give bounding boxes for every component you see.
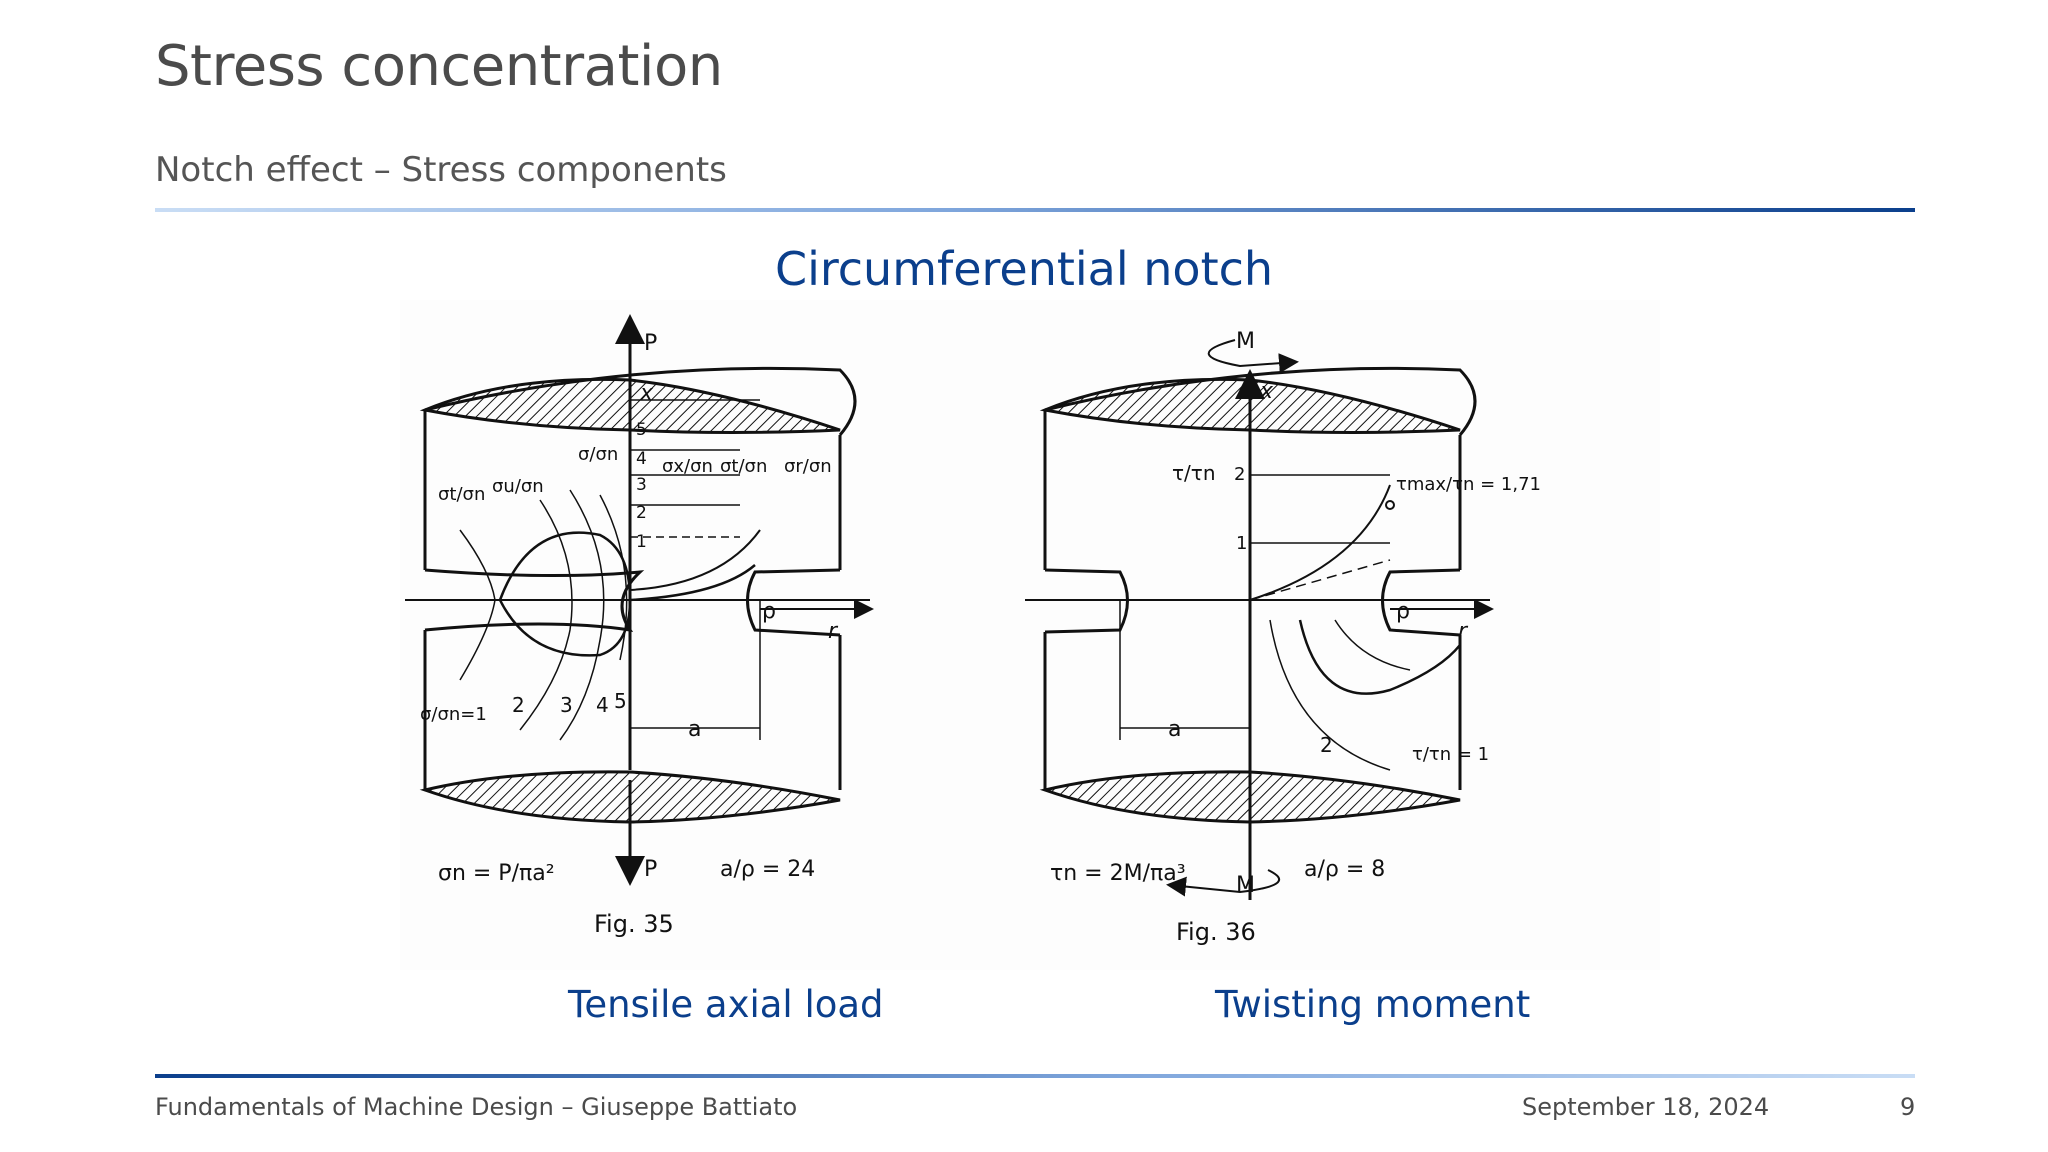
- slide-title: Stress concentration: [155, 34, 723, 99]
- label-sigma-u: σu/σn: [492, 476, 544, 497]
- tick-4: 4: [636, 449, 647, 469]
- load-p-top: P: [644, 331, 657, 356]
- slide-subtitle: Notch effect – Stress components: [155, 150, 727, 190]
- footer-author: Fundamentals of Machine Design – Giusepp…: [155, 1093, 798, 1121]
- formula-left: σn = P/πa²: [438, 861, 555, 886]
- fig35-label: Fig. 35: [594, 910, 674, 938]
- axis-r-right: r: [1458, 619, 1469, 644]
- label-tau-max: τmax/τn = 1,71: [1396, 474, 1541, 495]
- footer-divider: [155, 1074, 1915, 1078]
- formula-right: τn = 2M/πa³: [1050, 861, 1186, 886]
- ratio-right: a/ρ = 8: [1304, 857, 1385, 882]
- rho-left: ρ: [762, 599, 776, 624]
- contour-label-3: 3: [560, 693, 573, 717]
- tick-3: 3: [636, 475, 647, 495]
- contour-label-2-right: 2: [1320, 733, 1333, 757]
- moment-m-top: M: [1236, 329, 1255, 354]
- tick-1-right: 1: [1236, 533, 1247, 554]
- caption-twisting: Twisting moment: [1215, 983, 1531, 1026]
- axis-x-right: x: [1259, 379, 1274, 404]
- tick-5: 5: [636, 420, 647, 440]
- contour-label-1-right: τ/τn = 1: [1412, 744, 1489, 765]
- fig36-label: Fig. 36: [1176, 918, 1256, 946]
- contour-label-5: 5: [614, 689, 627, 713]
- label-sigma-t: σt/σn: [720, 456, 767, 477]
- fig36-labels: M x τ/τn 2 1 τmax/τn = 1,71 ρ r 2 τ/τn =…: [1050, 329, 1541, 946]
- section-title: Circumferential notch: [774, 242, 1274, 296]
- dimension-a-left: a: [688, 717, 701, 742]
- label-tau: τ/τn: [1172, 461, 1216, 485]
- dimension-a-right: a: [1168, 717, 1181, 742]
- label-sigma-x: σx/σn: [662, 456, 713, 477]
- ratio-left: a/ρ = 24: [720, 857, 815, 882]
- contour-label-1: σ/σn=1: [420, 704, 487, 725]
- moment-m-bottom: M: [1236, 873, 1255, 898]
- notch-figure: P x 5 4 3 2 1 σ/σn σx/σn σt/σn σr/σn σt/…: [400, 300, 1660, 970]
- tick-2: 2: [636, 503, 647, 523]
- axis-x-left: x: [639, 381, 654, 406]
- fig35-drawing: [405, 314, 874, 886]
- contour-label-2: 2: [512, 693, 525, 717]
- fig36-drawing: [1025, 339, 1494, 900]
- tick-2-right: 2: [1234, 464, 1245, 485]
- label-sigma-t-left: σt/σn: [438, 484, 485, 505]
- label-sigma-over-sigma-n: σ/σn: [578, 444, 618, 465]
- tick-1: 1: [636, 532, 647, 552]
- caption-tensile: Tensile axial load: [568, 983, 884, 1026]
- rho-right: ρ: [1396, 599, 1410, 624]
- footer-date: September 18, 2024: [1522, 1093, 1770, 1121]
- fig35-labels: P x 5 4 3 2 1 σ/σn σx/σn σt/σn σr/σn σt/…: [420, 331, 839, 938]
- header-divider: [155, 208, 1915, 212]
- axis-r-left: r: [828, 619, 839, 644]
- contour-label-4: 4: [596, 693, 609, 717]
- page-number: 9: [1900, 1093, 1916, 1121]
- load-p-bottom: P: [644, 857, 657, 882]
- label-sigma-r: σr/σn: [784, 456, 832, 477]
